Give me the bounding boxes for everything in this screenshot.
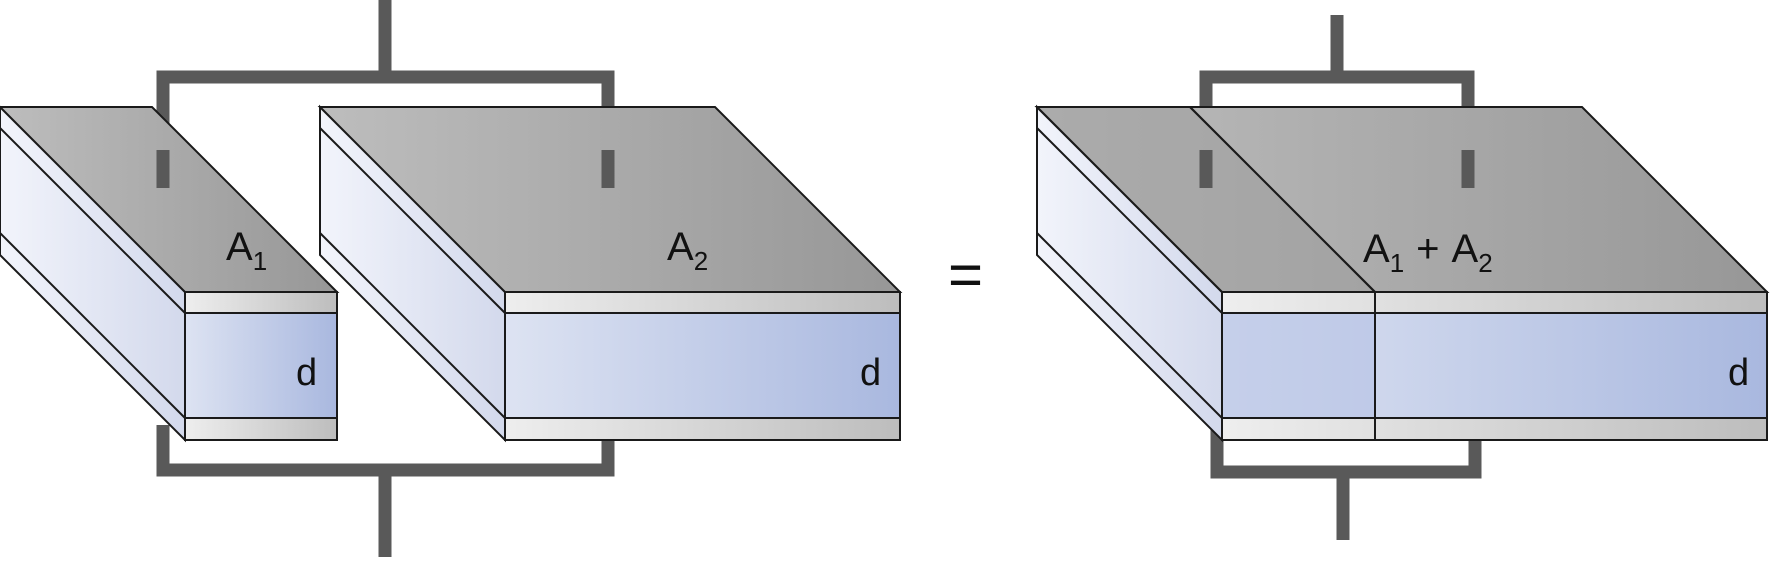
capacitor-a2-front-top-plate	[504, 291, 901, 314]
capacitor-a1-front-top-plate	[184, 291, 338, 314]
capacitor-a2	[317, 104, 903, 443]
capacitor-a1	[0, 105, 340, 443]
capacitor-a1-front-dielectric	[184, 312, 338, 419]
combined-area-label: A1+A2	[1363, 227, 1493, 278]
equals-sign: =	[948, 241, 983, 308]
combined-front-top-plate	[1221, 291, 1768, 314]
a1-area-label: A1	[226, 225, 267, 276]
capacitor-a1-front-bottom-plate	[184, 417, 338, 441]
combined-capacitor	[1034, 104, 1770, 443]
combined-thickness-label: d	[1728, 352, 1749, 394]
right-bottom-wire	[1210, 425, 1482, 540]
combined-front-a1-dielectric	[1221, 312, 1376, 419]
capacitor-a2-front-bottom-plate	[504, 417, 901, 441]
combined-front-bottom-plate	[1221, 417, 1768, 441]
a2-thickness-label: d	[860, 352, 881, 394]
left-bottom-wire	[156, 425, 615, 557]
a2-area-label: A2	[667, 225, 708, 276]
a1-thickness-label: d	[296, 352, 317, 394]
capacitor-a2-front-dielectric	[504, 312, 901, 419]
